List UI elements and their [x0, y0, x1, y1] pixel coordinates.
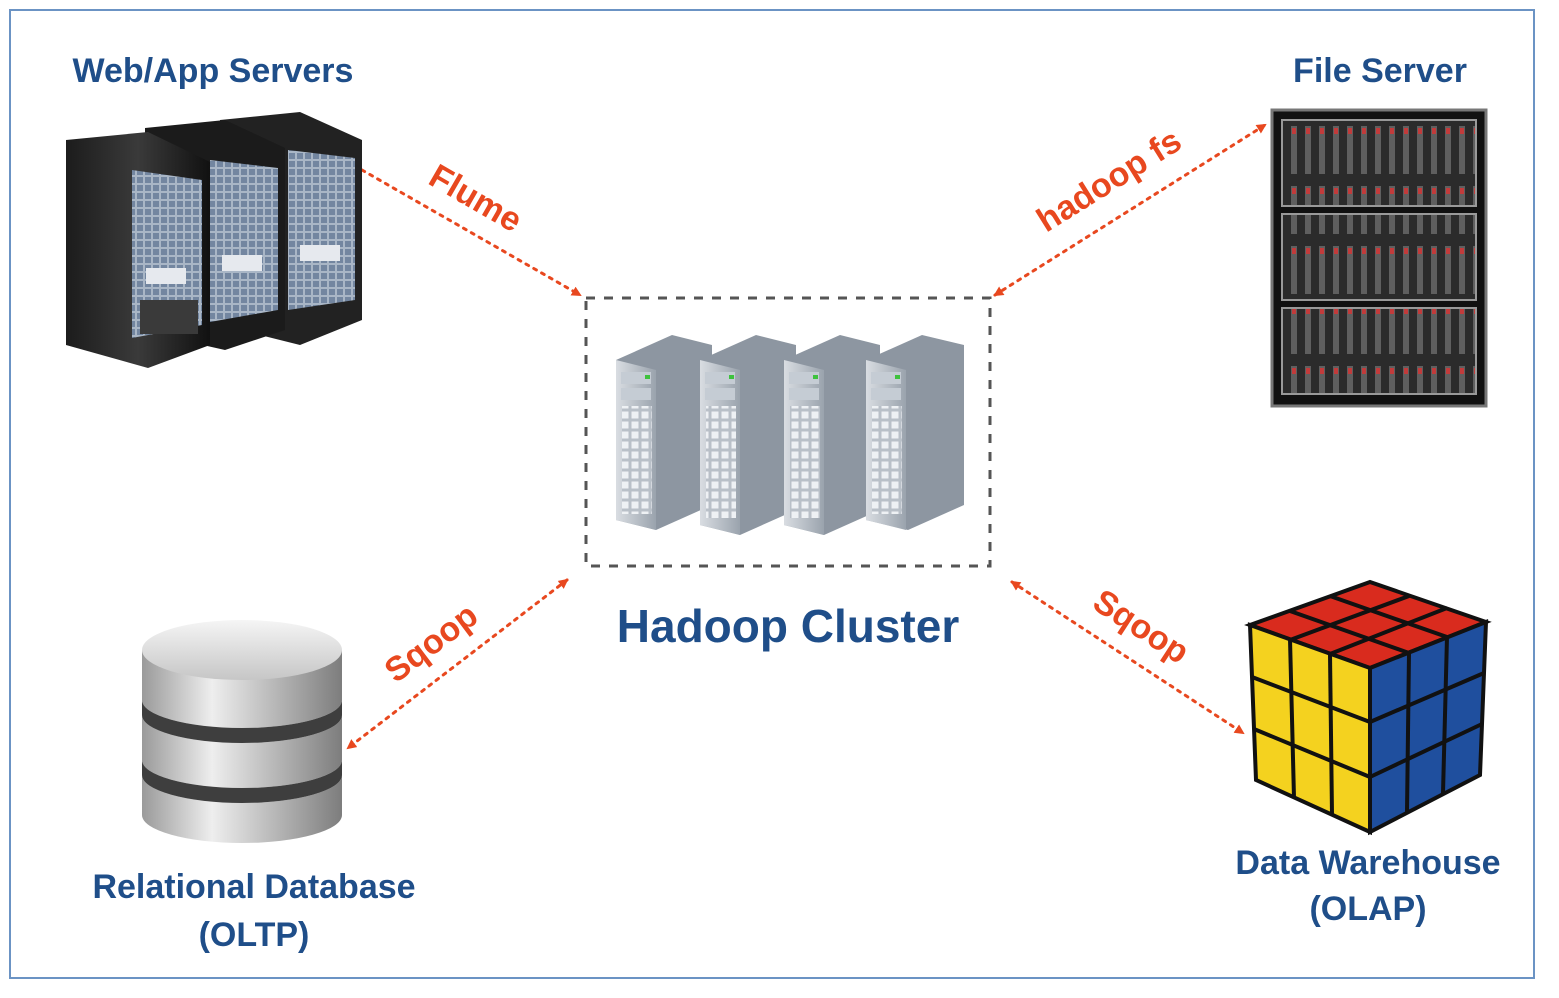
relational-database-label-line2: (OLTP) — [199, 916, 310, 954]
sqoop-dw-arrow — [1010, 580, 1245, 735]
web-app-servers-label: Web/App Servers — [73, 52, 354, 90]
tower-servers-icon — [66, 112, 362, 368]
file-server-node: File Server — [1270, 52, 1488, 408]
hadoop-fs-arrow — [993, 123, 1267, 297]
diagram-frame — [9, 9, 1535, 979]
sqoop-dw-label: Sqoop — [1086, 582, 1195, 671]
sqoop-rdbms-label: Sqoop — [378, 596, 485, 690]
olap-cube-icon — [1244, 579, 1492, 836]
hadoop-cluster-label: Hadoop Cluster — [617, 600, 960, 652]
data-warehouse-label-line2: (OLAP) — [1309, 890, 1426, 928]
web-app-servers-node: Web/App Servers — [66, 52, 362, 368]
flume-arrow — [360, 168, 582, 297]
server-cluster-icon — [616, 335, 964, 535]
data-warehouse-node: Data Warehouse (OLAP) — [1235, 579, 1501, 928]
sqoop-rdbms-arrow — [346, 578, 569, 750]
relational-database-node: Relational Database (OLTP) — [92, 620, 416, 954]
hadoop-cluster-boundary — [584, 296, 992, 568]
data-warehouse-label-line1: Data Warehouse — [1235, 844, 1500, 882]
file-server-label: File Server — [1293, 52, 1467, 90]
rack-server-icon — [1270, 108, 1488, 408]
flume-label: Flume — [423, 157, 529, 240]
database-cylinder-icon — [142, 620, 342, 843]
hadoop-cluster-node: Hadoop Cluster — [584, 296, 992, 652]
relational-database-label-line1: Relational Database — [92, 868, 415, 906]
